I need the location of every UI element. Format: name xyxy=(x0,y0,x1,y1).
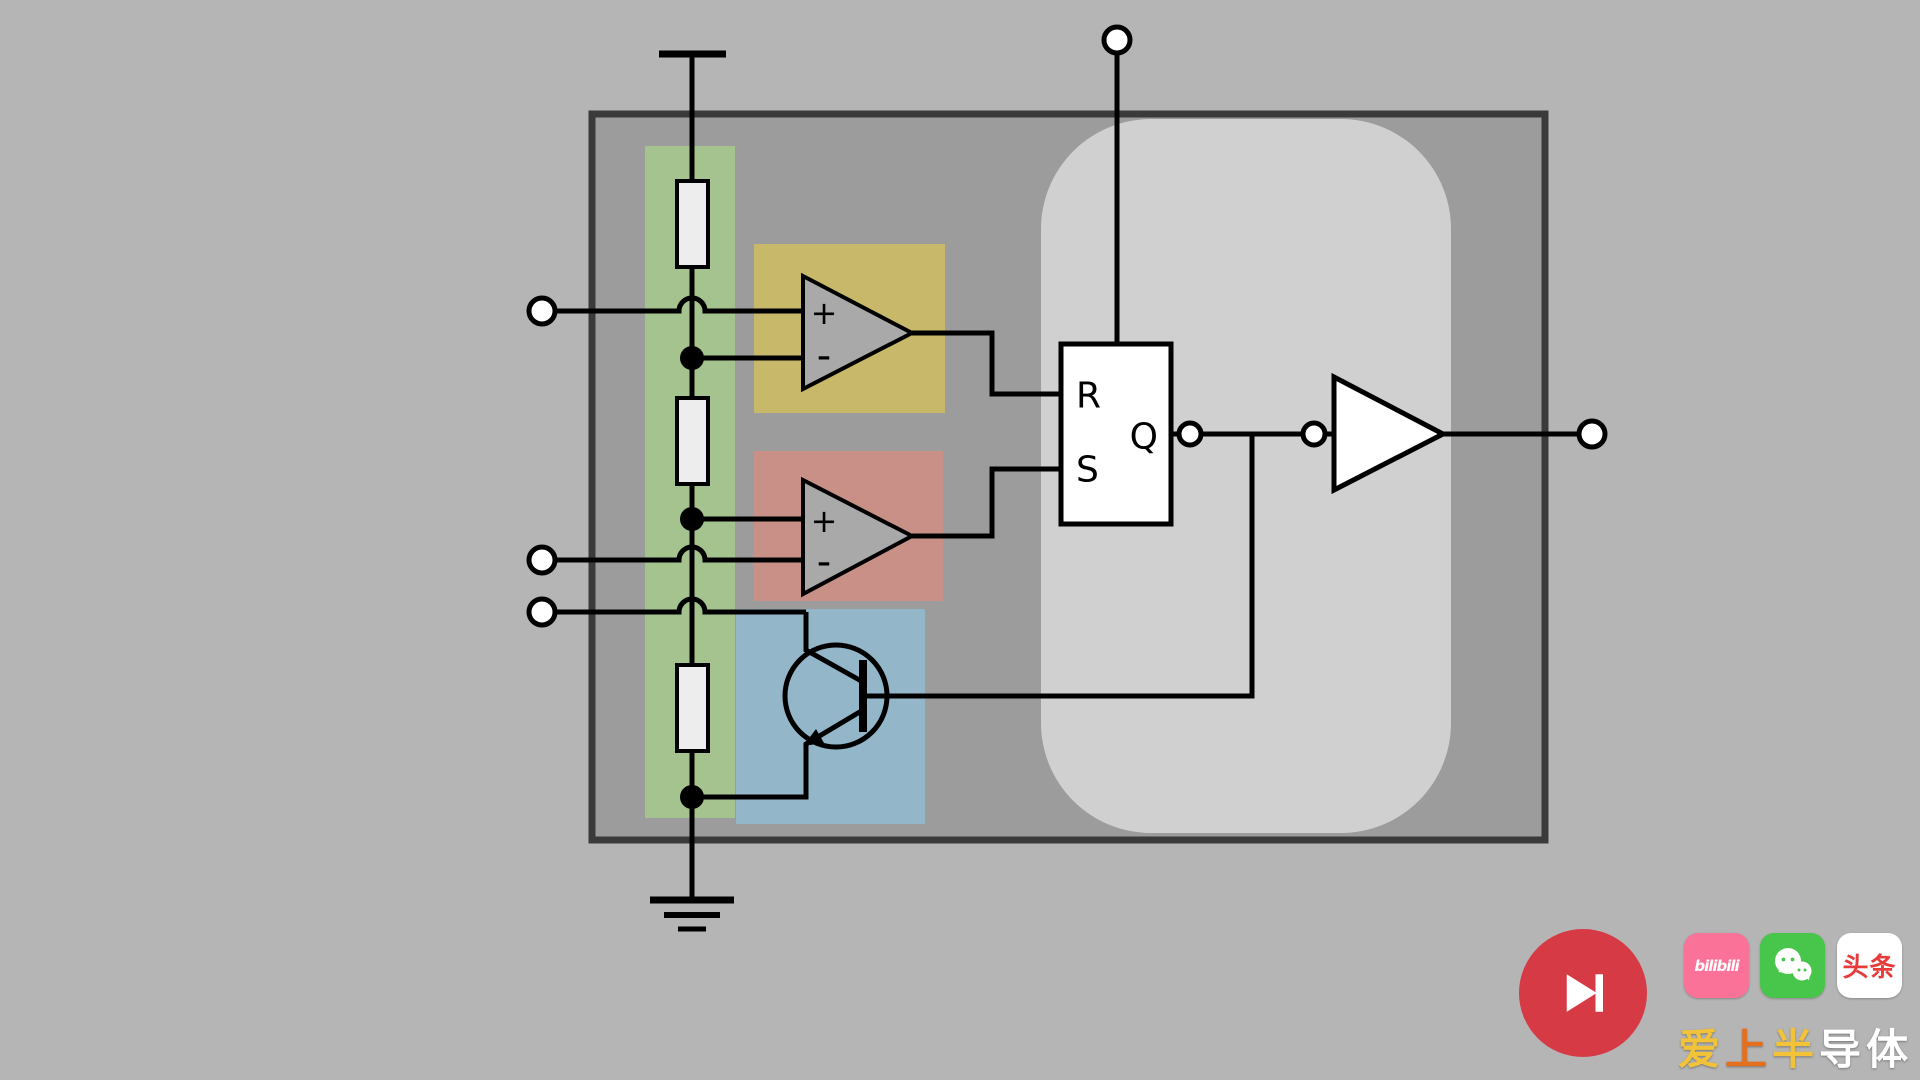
latch-q-label: Q xyxy=(1130,417,1158,458)
terminals xyxy=(526,24,1608,628)
transistor-circle xyxy=(782,642,890,750)
emitter-arrowhead xyxy=(803,729,824,746)
toutiao-label: 头条 xyxy=(1842,953,1897,983)
play-next-icon xyxy=(1566,974,1603,1012)
comparator-1: + - xyxy=(801,272,917,393)
collector-wire xyxy=(803,612,865,685)
channel-logo xyxy=(1519,929,1647,1057)
input-terminal-3 xyxy=(526,596,558,628)
comparator-2-minus-label: - xyxy=(817,539,831,585)
junction-dot-2 xyxy=(680,507,704,531)
buffer-input-bubble xyxy=(1300,420,1328,448)
q-inversion-bubble xyxy=(1176,420,1204,448)
terminal3-wire xyxy=(542,596,806,615)
caption-char: 上 xyxy=(1725,1025,1773,1074)
comp2-output-wire xyxy=(912,466,1061,539)
voltage-divider xyxy=(675,179,710,753)
caption-char: 半 xyxy=(1772,1025,1820,1074)
comparator-1-plus-label: + xyxy=(811,294,838,332)
latch-output-panel xyxy=(1041,119,1451,833)
terminal2-wire xyxy=(542,544,803,563)
caption-char: 体 xyxy=(1866,1025,1914,1074)
base-drive-wire xyxy=(863,434,1255,699)
resistor-3 xyxy=(675,663,710,753)
top-terminal xyxy=(1101,24,1133,56)
comparator-2-plus-label: + xyxy=(811,502,838,540)
comparator-1-triangle xyxy=(801,272,917,393)
junction-dot-1 xyxy=(680,346,704,370)
comparator-2: + - xyxy=(801,476,917,598)
caption-char: 爱 xyxy=(1678,1025,1726,1074)
sr-latch-box xyxy=(1058,341,1174,527)
caption-char: 导 xyxy=(1819,1025,1867,1074)
comparator-2-triangle xyxy=(801,476,917,598)
output-buffer-triangle xyxy=(1331,372,1449,495)
highlight-discharge-transistor xyxy=(736,609,925,824)
channel-caption: 爱上半导体 xyxy=(1678,1016,1913,1077)
input-terminal-2 xyxy=(526,544,558,576)
resistor-1 xyxy=(675,179,710,269)
toutiao-icon: 头条 xyxy=(1837,933,1902,998)
latch-r-label: R xyxy=(1076,376,1101,417)
discharge-transistor xyxy=(782,642,890,750)
junction-dot-3 xyxy=(680,785,704,809)
junction-dots xyxy=(680,346,704,809)
terminal1-wire xyxy=(542,295,803,314)
emitter-wire xyxy=(692,707,865,800)
latch-s-label: S xyxy=(1076,450,1099,491)
output-terminal xyxy=(1576,418,1608,450)
bilibili-label: bilibili xyxy=(1694,956,1739,975)
input-terminal-1 xyxy=(526,295,558,327)
sr-latch: R S Q xyxy=(1058,341,1174,527)
wechat-bubbles-icon xyxy=(1774,947,1811,980)
bilibili-icon: bilibili xyxy=(1684,933,1749,998)
comp1-output-wire xyxy=(912,330,1061,397)
comparator-1-minus-label: - xyxy=(817,333,831,379)
wechat-icon xyxy=(1760,933,1825,998)
resistor-2 xyxy=(675,396,710,486)
